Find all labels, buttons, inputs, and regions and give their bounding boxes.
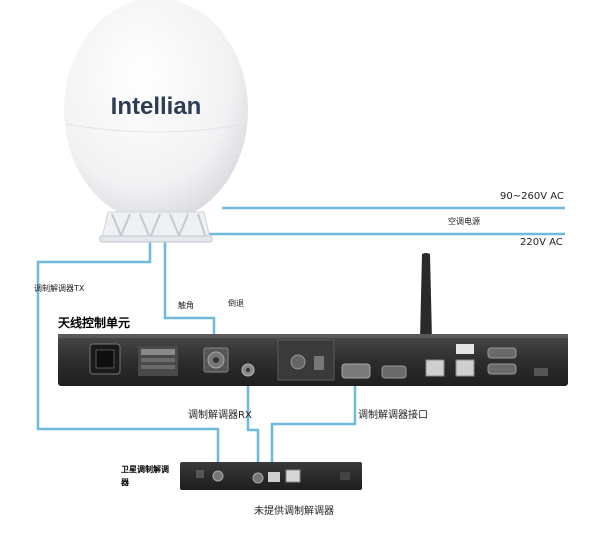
modem-rx-cable xyxy=(246,372,260,476)
satellite-modem-label-line2: 器 xyxy=(121,478,129,487)
power-220-label: 220V AC xyxy=(520,237,563,248)
modem-rx-label: 调制解调器RX xyxy=(188,410,252,421)
wifi-antenna xyxy=(418,253,434,342)
brand-logo: Intellian xyxy=(111,93,202,120)
modem-interface-label: 调制解调器接口 xyxy=(358,410,428,421)
antenna-control-unit xyxy=(58,334,568,386)
ac-power-label: 空调电源 xyxy=(448,217,480,226)
acu-title: 天线控制单元 xyxy=(58,316,131,330)
satellite-modem xyxy=(180,462,362,490)
power-range-label: 90~260V AC xyxy=(500,191,564,202)
modem-tx-cable xyxy=(36,240,220,464)
satellite-radome xyxy=(64,0,248,243)
elevation-label: 触角 xyxy=(178,301,194,310)
modem-not-supplied-label: 未提供调制解调器 xyxy=(254,506,334,517)
cables xyxy=(36,206,565,476)
modem-tx-label: 调制解调器TX xyxy=(34,284,85,293)
modem-interface-cable xyxy=(270,378,357,476)
satellite-modem-label-line1: 卫星调制解调 xyxy=(121,465,169,474)
inverted-label: 倒退 xyxy=(228,299,244,308)
satellite-modem-label: 卫星调制解调 器 xyxy=(121,463,169,489)
